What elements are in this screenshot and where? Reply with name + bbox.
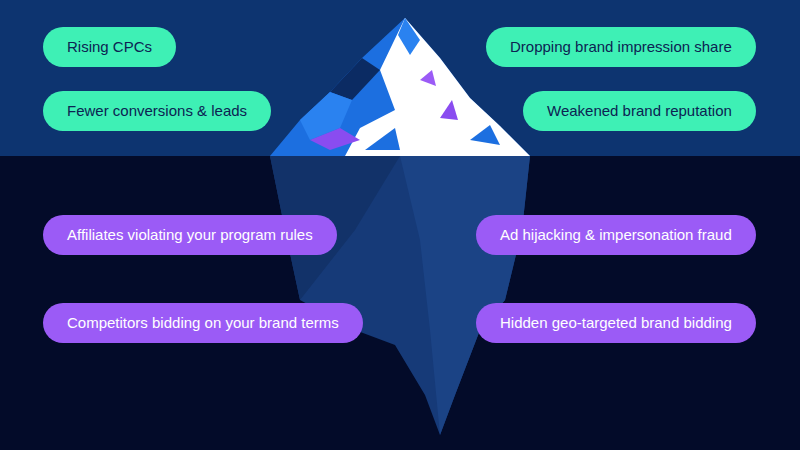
iceberg-facet [398,18,420,55]
sky-band [0,0,800,156]
cause-pill: Competitors bidding on your brand terms [43,303,363,343]
iceberg-purple-facet [420,70,436,86]
cause-pill: Hidden geo-targeted brand bidding [476,303,756,343]
iceberg-purple-facet [440,100,458,120]
iceberg-shadow-facet [330,58,380,100]
water-band [0,156,800,450]
symptom-pill: Dropping brand impression share [486,27,756,67]
iceberg-underwater-facet [400,156,530,435]
pill-label: Dropping brand impression share [510,38,732,56]
pill-label: Hidden geo-targeted brand bidding [500,314,732,332]
pill-label: Weakened brand reputation [547,102,732,120]
symptom-pill: Rising CPCs [43,27,176,67]
symptom-pill: Weakened brand reputation [523,91,756,131]
pill-label: Affiliates violating your program rules [67,226,313,244]
pill-label: Rising CPCs [67,38,152,56]
iceberg-facet [470,125,500,145]
pill-label: Ad hijacking & impersonation fraud [500,226,732,244]
cause-pill: Affiliates violating your program rules [43,215,337,255]
pill-label: Competitors bidding on your brand terms [67,314,339,332]
iceberg-facet [365,128,400,150]
pill-label: Fewer conversions & leads [67,102,247,120]
cause-pill: Ad hijacking & impersonation fraud [476,215,756,255]
symptom-pill: Fewer conversions & leads [43,91,271,131]
iceberg-purple-facet [310,128,360,150]
iceberg-underwater [270,156,530,435]
